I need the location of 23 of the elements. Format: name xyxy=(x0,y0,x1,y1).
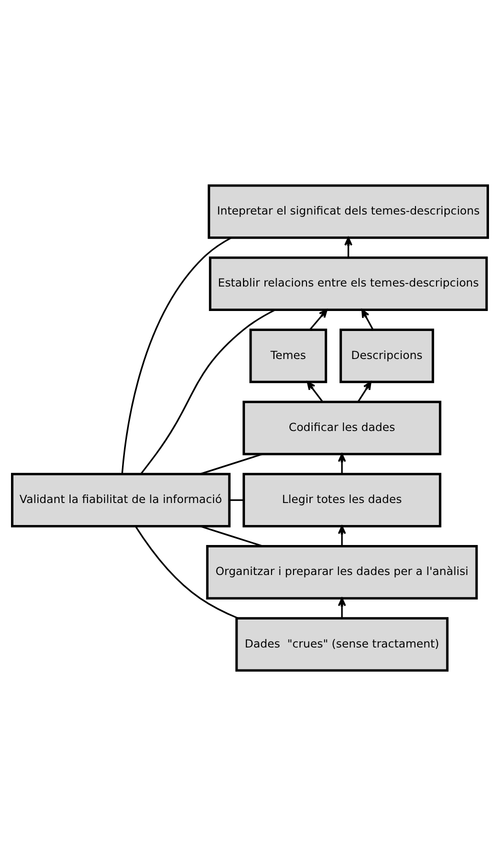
arrow xyxy=(356,381,371,402)
connector xyxy=(120,236,232,474)
node-box: Intepretar el significat dels temes-descripcions xyxy=(207,184,488,239)
node-box: Codificar les dades xyxy=(242,400,441,456)
node-box: Validant la fiabilitat de la informació xyxy=(10,472,230,528)
arrow xyxy=(344,237,352,258)
node-box: Descripcions xyxy=(339,328,434,384)
arrow xyxy=(308,309,327,330)
node-box: Dades "crues" (sense tractament) xyxy=(234,617,448,672)
connector xyxy=(134,526,238,620)
node-box: Establir relacions entre els temes-descripcions xyxy=(208,256,488,311)
connector xyxy=(140,309,275,474)
arrow xyxy=(306,381,323,402)
node-box: Organitzar i preparar les dades per a l'anàlisi xyxy=(206,545,478,600)
node-box: Llegir totes les dades xyxy=(242,472,441,528)
connector xyxy=(228,499,244,501)
arrow xyxy=(337,598,346,618)
arrow xyxy=(337,453,346,474)
arrow xyxy=(337,526,346,546)
connector xyxy=(199,453,262,475)
arrow xyxy=(360,309,374,330)
node-box: Temes xyxy=(248,328,327,384)
connector xyxy=(199,525,262,547)
